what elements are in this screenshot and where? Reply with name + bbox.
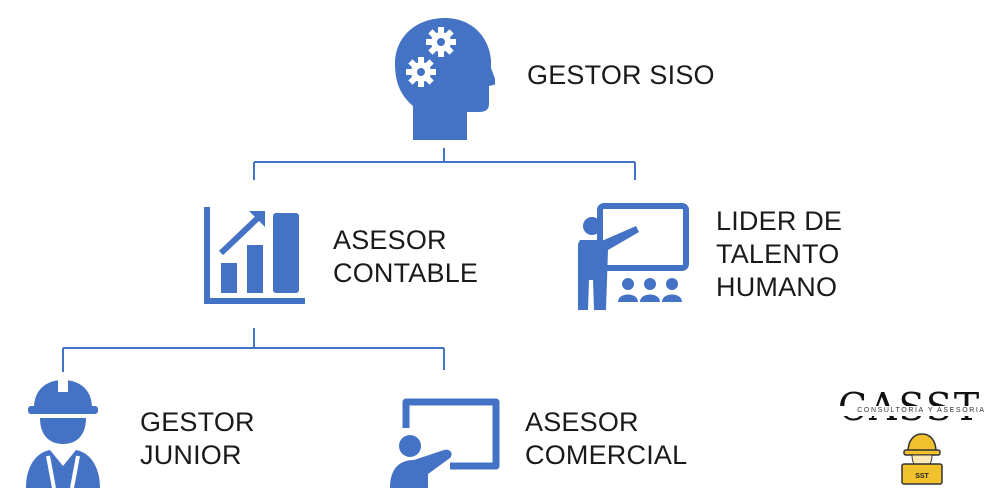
bar-chart-icon xyxy=(204,207,305,304)
node-label-gestor-siso: GESTOR SISO xyxy=(527,60,715,90)
node-label-asesor-comercial: ASESOR COMERCIAL xyxy=(525,407,688,470)
head-gears-icon xyxy=(395,18,495,140)
presenter-board-icon xyxy=(578,203,689,310)
logo-badge: SST xyxy=(915,473,929,480)
connector-level-1 xyxy=(253,148,636,180)
presentation-screen-icon xyxy=(390,398,500,488)
connector-level-2 xyxy=(62,328,445,372)
node-label-asesor-contable: ASESOR CONTABLE xyxy=(333,225,479,288)
construction-worker-icon xyxy=(26,378,100,488)
node-label-gestor-junior: GESTOR JUNIOR xyxy=(140,407,255,470)
node-label-lider-talento-humano: LIDER DE TALENTO HUMANO xyxy=(716,206,843,302)
logo-tagline: CONSULTORIA Y ASESORIA xyxy=(838,406,1005,416)
helmet-mascot-icon: SST xyxy=(901,433,943,485)
